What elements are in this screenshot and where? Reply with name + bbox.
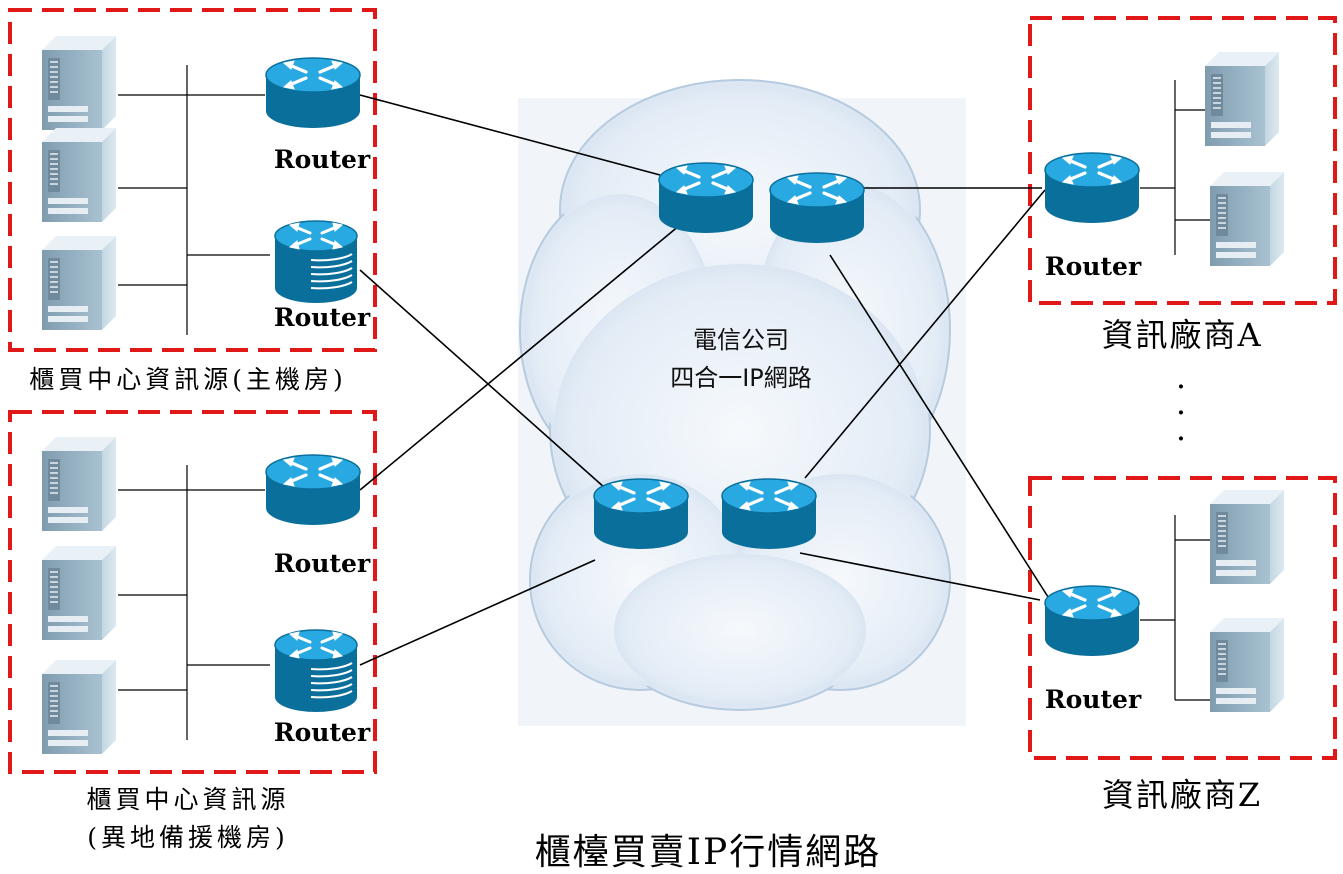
lan-bus-vendor-z (1140, 515, 1210, 701)
site-box-backup (8, 410, 377, 774)
site-box-vendor-z (1028, 476, 1337, 760)
router-label: Router (274, 303, 371, 332)
ellipsis-dot: . (1176, 410, 1188, 448)
router-icon (768, 171, 866, 245)
servers-vendor-z (1209, 489, 1285, 713)
router-label: Router (1045, 685, 1142, 714)
stacked-router-icon (273, 628, 359, 714)
server-icon (41, 235, 117, 331)
lan-bus-vendor-a (1140, 80, 1210, 255)
server-icon (41, 436, 117, 532)
router-label: Router (274, 549, 371, 578)
site-caption-backup-line1: 櫃買中心資訊源 (86, 785, 289, 814)
router-icon (1043, 584, 1141, 658)
router-label: Router (274, 145, 371, 174)
site-caption-backup-line2: (異地備援機房) (87, 823, 289, 852)
router-icon (1043, 151, 1141, 225)
router-icon (592, 477, 690, 551)
router-label: Router (1045, 252, 1142, 281)
router-icon (264, 453, 362, 527)
router-icon (720, 477, 818, 551)
site-caption-vendor-z: 資訊廠商Z (1102, 776, 1262, 814)
server-icon (1209, 171, 1285, 267)
server-icon (41, 127, 117, 223)
servers-backup (41, 436, 117, 755)
server-icon (1209, 617, 1285, 713)
cloud-label-line2: 四合一IP網路 (670, 364, 812, 392)
server-icon (41, 35, 117, 131)
router-label: Router (274, 718, 371, 747)
servers-main (41, 35, 117, 331)
server-icon (41, 659, 117, 755)
server-icon (41, 545, 117, 641)
server-icon (1204, 51, 1280, 147)
router-icon (657, 161, 755, 235)
ellipsis-dot: . (1176, 358, 1188, 396)
ellipsis-dot: . (1176, 384, 1188, 422)
lan-bus-main (118, 65, 270, 335)
stacked-router-icon (273, 219, 359, 305)
servers-vendor-a (1204, 51, 1285, 267)
router-icon (264, 56, 362, 130)
server-icon (1209, 489, 1285, 585)
cloud-label-line1: 電信公司 (693, 326, 789, 354)
site-caption-vendor-a: 資訊廠商A (1101, 316, 1262, 354)
wan-links (359, 94, 1051, 666)
diagram-title: 櫃檯買賣IP行情網路 (535, 832, 881, 873)
site-box-vendor-a (1028, 16, 1337, 305)
lan-bus-backup (118, 465, 270, 740)
site-caption-main: 櫃買中心資訊源(主機房) (29, 365, 347, 394)
